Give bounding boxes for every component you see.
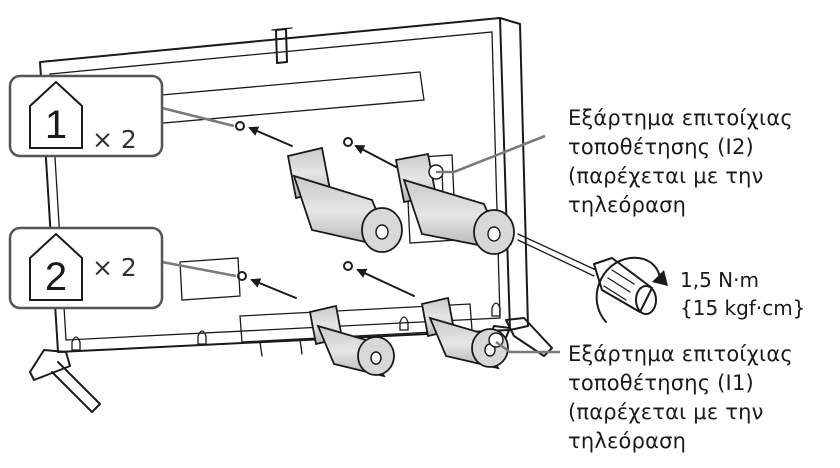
bracket-top-line2: τοποθέτησης (I2) xyxy=(568,135,754,159)
torque-line2: {15 kgf·cm} xyxy=(680,296,806,320)
svg-text:1: 1 xyxy=(45,103,67,147)
leader-line-step1 xyxy=(161,106,235,128)
rotation-arrow-icon xyxy=(595,256,668,323)
svg-text:2: 2 xyxy=(45,255,67,299)
torque-line1: 1,5 N·m xyxy=(680,268,759,292)
step-badge-2: 2 xyxy=(8,226,164,310)
step2-count: × 2 xyxy=(92,253,137,282)
bracket-top-line1: Εξάρτημα επιτοίχιας xyxy=(568,106,793,130)
insertion-arrow-icon xyxy=(248,126,415,299)
bracket-bottom-line2: τοποθέτησης (I1) xyxy=(568,371,754,395)
tv-stand-left xyxy=(29,349,101,413)
leader-line-step2 xyxy=(161,260,237,278)
bracket-top-label: Εξάρτημα επιτοίχιας τοποθέτησης (I2) (πα… xyxy=(568,104,793,220)
bracket-bottom-line3: (παρέχεται με την xyxy=(568,400,764,424)
wall-mount-bracket-upper-left xyxy=(286,146,403,253)
step-number-2-icon xyxy=(29,233,83,301)
bracket-top-line4: τηλεόραση xyxy=(568,193,687,217)
screwdriver-icon xyxy=(517,233,657,315)
step-badge-1: 1 xyxy=(8,74,164,158)
bracket-bottom-label: Εξάρτημα επιτοίχιας τοποθέτησης (I1) (πα… xyxy=(568,340,793,456)
torque-label: 1,5 N·m {15 kgf·cm} xyxy=(680,266,805,322)
bracket-bottom-line1: Εξάρτημα επιτοίχιας xyxy=(568,342,793,366)
bracket-bottom-line4: τηλεόραση xyxy=(568,429,687,453)
leader-line-bracket-bottom xyxy=(495,340,560,354)
leader-line-bracket-top xyxy=(436,134,546,174)
step1-count: × 2 xyxy=(92,125,137,154)
wall-mount-bracket-lower-right xyxy=(420,296,509,370)
step-number-1-icon xyxy=(29,81,83,149)
bracket-top-line3: (παρέχεται με την xyxy=(568,164,764,188)
wall-mount-bracket-lower-left xyxy=(308,304,395,378)
wall-mount-bracket-upper-right xyxy=(394,152,515,255)
